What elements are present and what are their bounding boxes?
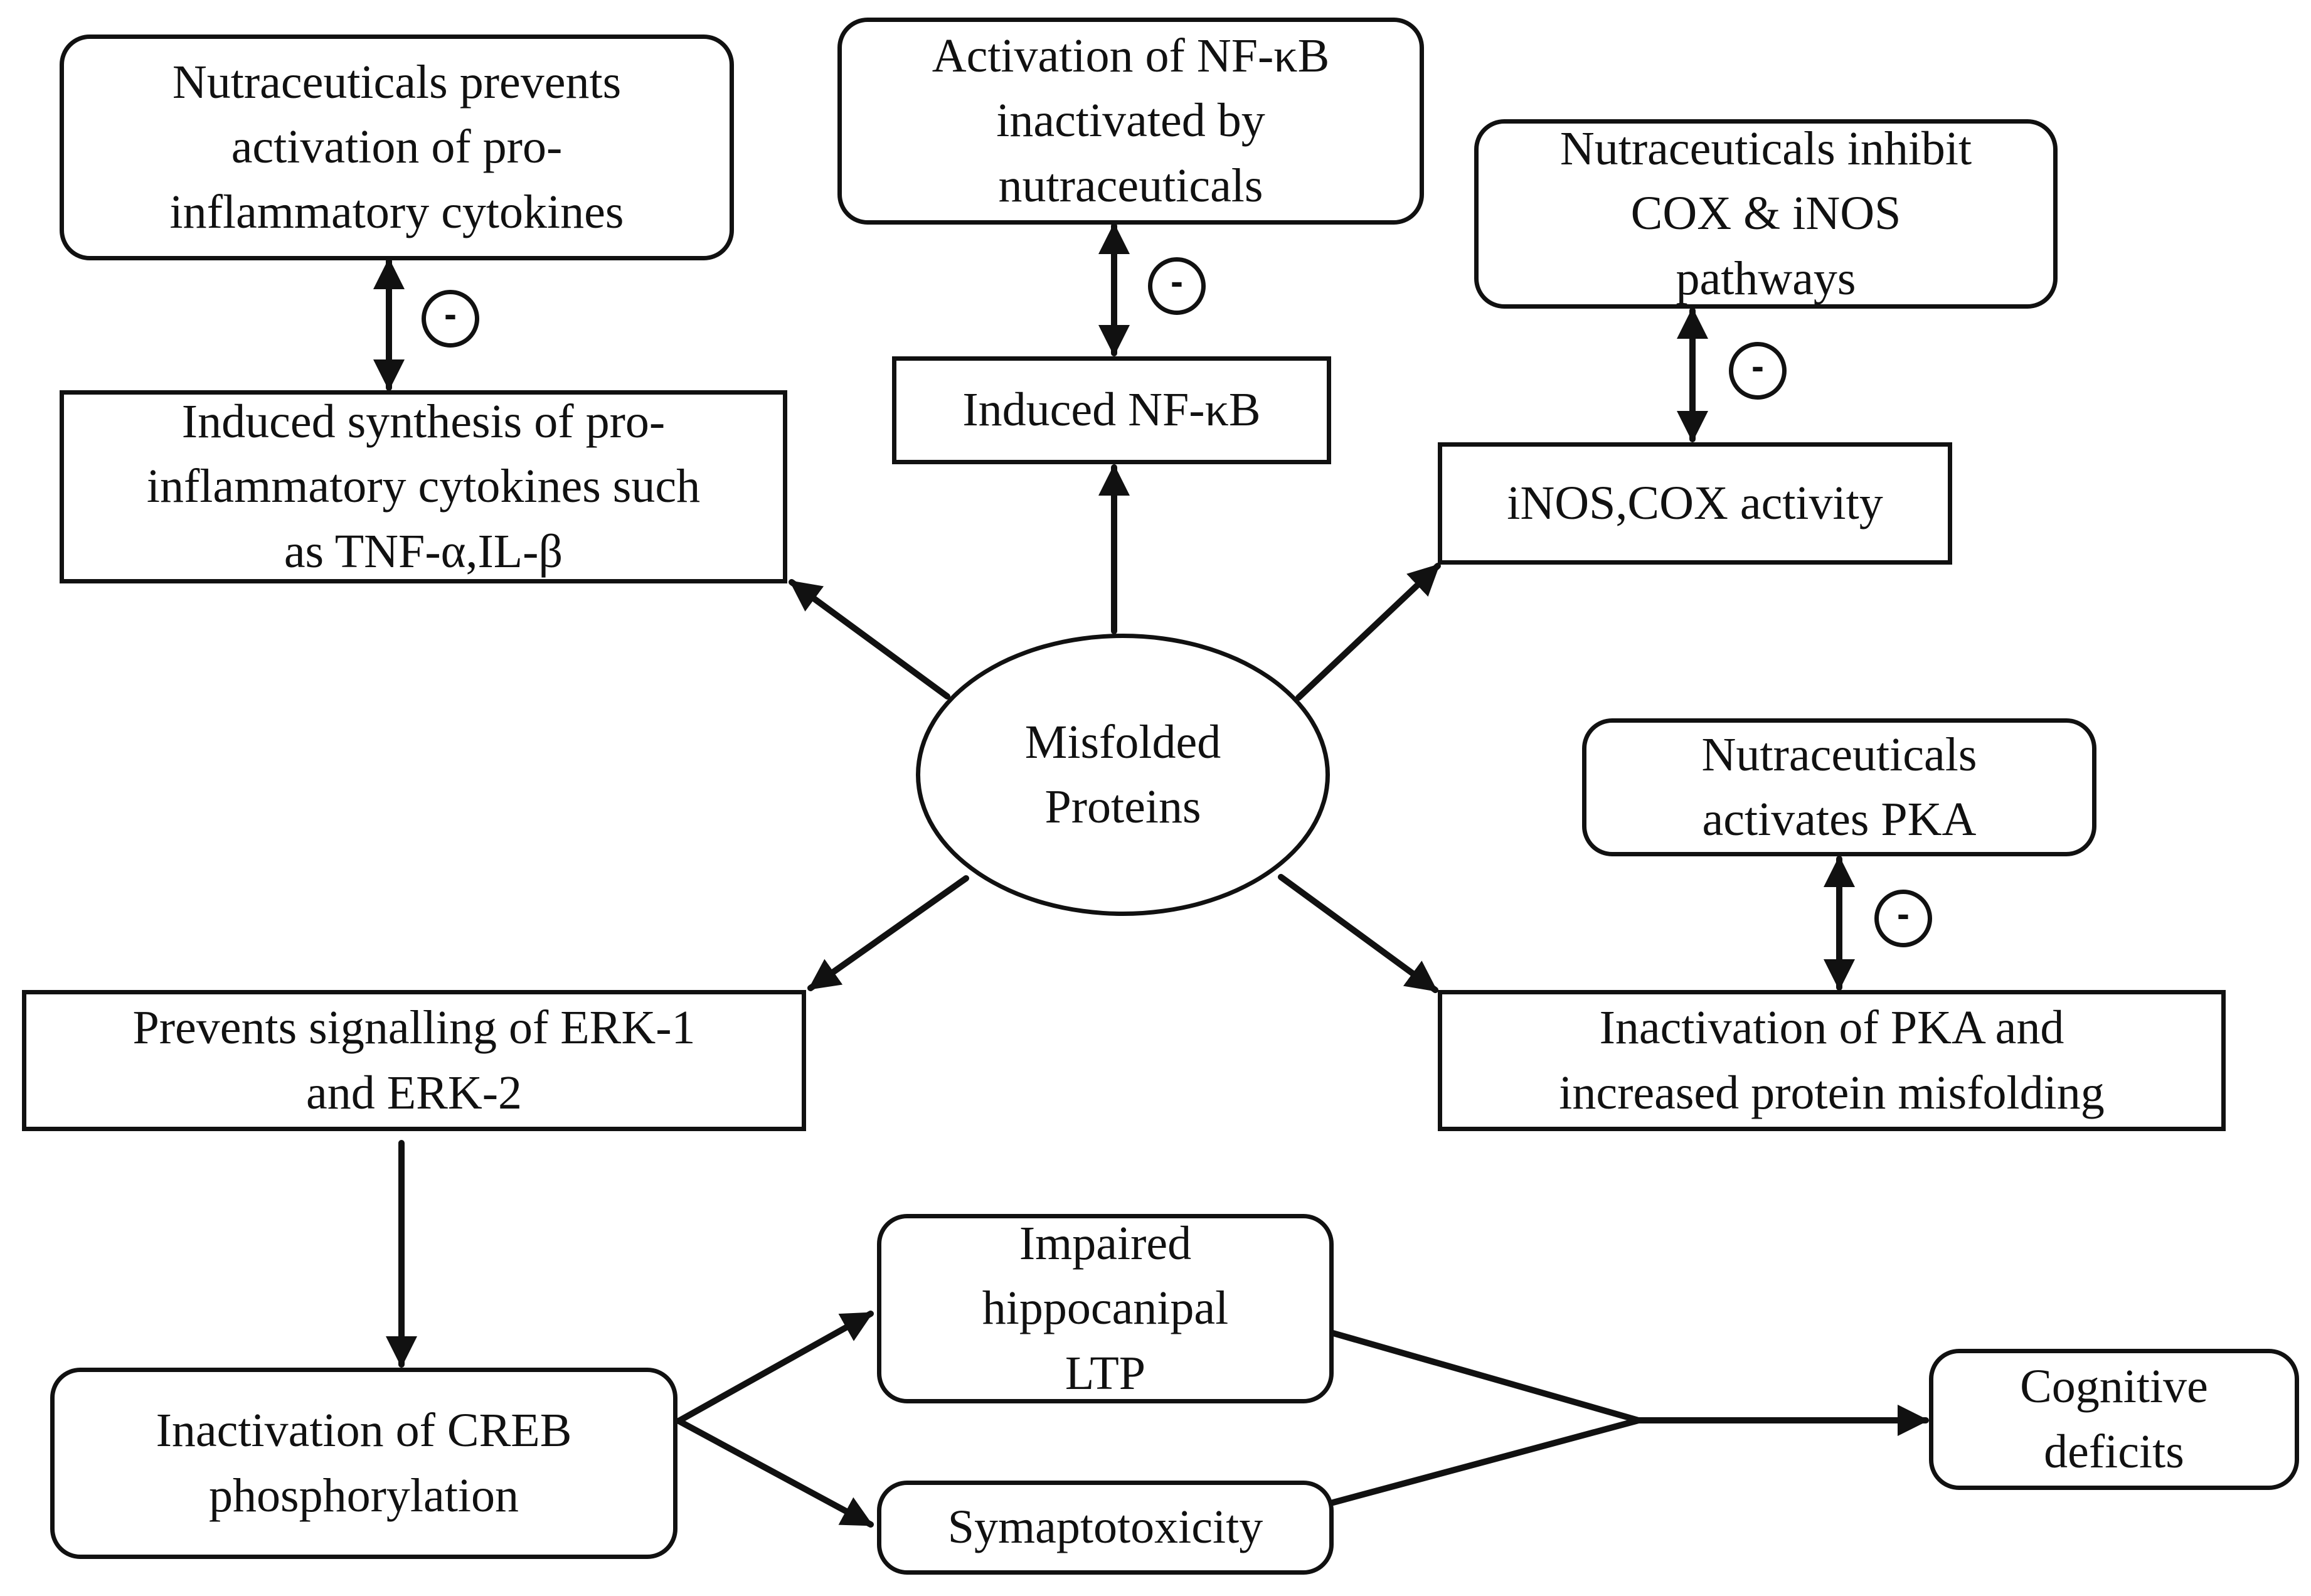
arrow-center-to-erk: [807, 875, 969, 991]
creb-inactivation-label: Inactivation of CREB phosphorylation: [156, 1404, 572, 1522]
nutraceuticals-cox-node: Nutraceuticals inhibit COX & iNOS pathwa…: [1474, 119, 2058, 309]
inhibition-sign-inos: -: [1729, 342, 1787, 400]
inos-cox-activity-label: iNOS,COX activity: [1507, 476, 1883, 529]
erk-signalling-label: Prevents signalling of ERK-1 and ERK-2: [132, 1001, 696, 1119]
erk-signalling-node: Prevents signalling of ERK-1 and ERK-2: [22, 990, 806, 1131]
line-ltp-to-merge: [1330, 1330, 1642, 1423]
synaptotoxicity-node: Symaptotoxicity: [877, 1481, 1334, 1575]
cognitive-deficits-node: Cognitive deficits: [1929, 1349, 2299, 1490]
inos-cox-activity-node: iNOS,COX activity: [1438, 442, 1952, 565]
cytokine-synthesis-node: Induced synthesis of pro- inflammatory c…: [60, 390, 787, 583]
cognitive-deficits-label: Cognitive deficits: [2020, 1360, 2208, 1478]
arrow-center-to-pka: [1278, 874, 1438, 993]
creb-inactivation-node: Inactivation of CREB phosphorylation: [50, 1368, 677, 1559]
misfolded-proteins-node: Misfolded Proteins: [916, 634, 1330, 916]
line-synapto-to-merge: [1330, 1417, 1642, 1506]
nfkb-nutraceuticals-label: Activation of NF-κB inactivated by nutra…: [932, 29, 1330, 212]
arrow-center-to-cytokines: [789, 579, 950, 700]
impaired-ltp-label: Impaired hippocanipal LTP: [982, 1216, 1229, 1400]
induced-nfkb-node: Induced NF-κB: [892, 356, 1331, 464]
induced-nfkb-label: Induced NF-κB: [962, 383, 1261, 437]
arrow-creb-to-synapto: [676, 1418, 874, 1528]
nutraceuticals-pka-label: Nutraceuticals activates PKA: [1701, 728, 1977, 846]
nutraceuticals-cox-label: Nutraceuticals inhibit COX & iNOS pathwa…: [1559, 122, 1972, 305]
inhibition-sign-cytokines: -: [422, 290, 479, 348]
nutraceuticals-cytokines-node: Nutraceuticals prevents activation of pr…: [60, 35, 734, 260]
nfkb-nutraceuticals-node: Activation of NF-κB inactivated by nutra…: [837, 18, 1424, 225]
pka-inactivation-label: Inactivation of PKA and increased protei…: [1559, 1001, 2105, 1119]
impaired-ltp-node: Impaired hippocanipal LTP: [877, 1214, 1334, 1403]
nutraceuticals-pka-node: Nutraceuticals activates PKA: [1582, 718, 2096, 856]
cytokine-synthesis-label: Induced synthesis of pro- inflammatory c…: [146, 395, 701, 578]
inhibition-sign-nfkb: -: [1148, 257, 1206, 315]
pka-inactivation-node: Inactivation of PKA and increased protei…: [1438, 990, 2226, 1131]
arrow-center-to-inos: [1295, 563, 1441, 701]
inhibition-sign-pka: -: [1874, 890, 1932, 947]
synaptotoxicity-label: Symaptotoxicity: [947, 1501, 1263, 1554]
nutraceuticals-cytokines-label: Nutraceuticals prevents activation of pr…: [169, 55, 624, 238]
misfolded-proteins-label: Misfolded Proteins: [1024, 715, 1221, 833]
arrow-creb-to-ltp: [676, 1311, 874, 1424]
